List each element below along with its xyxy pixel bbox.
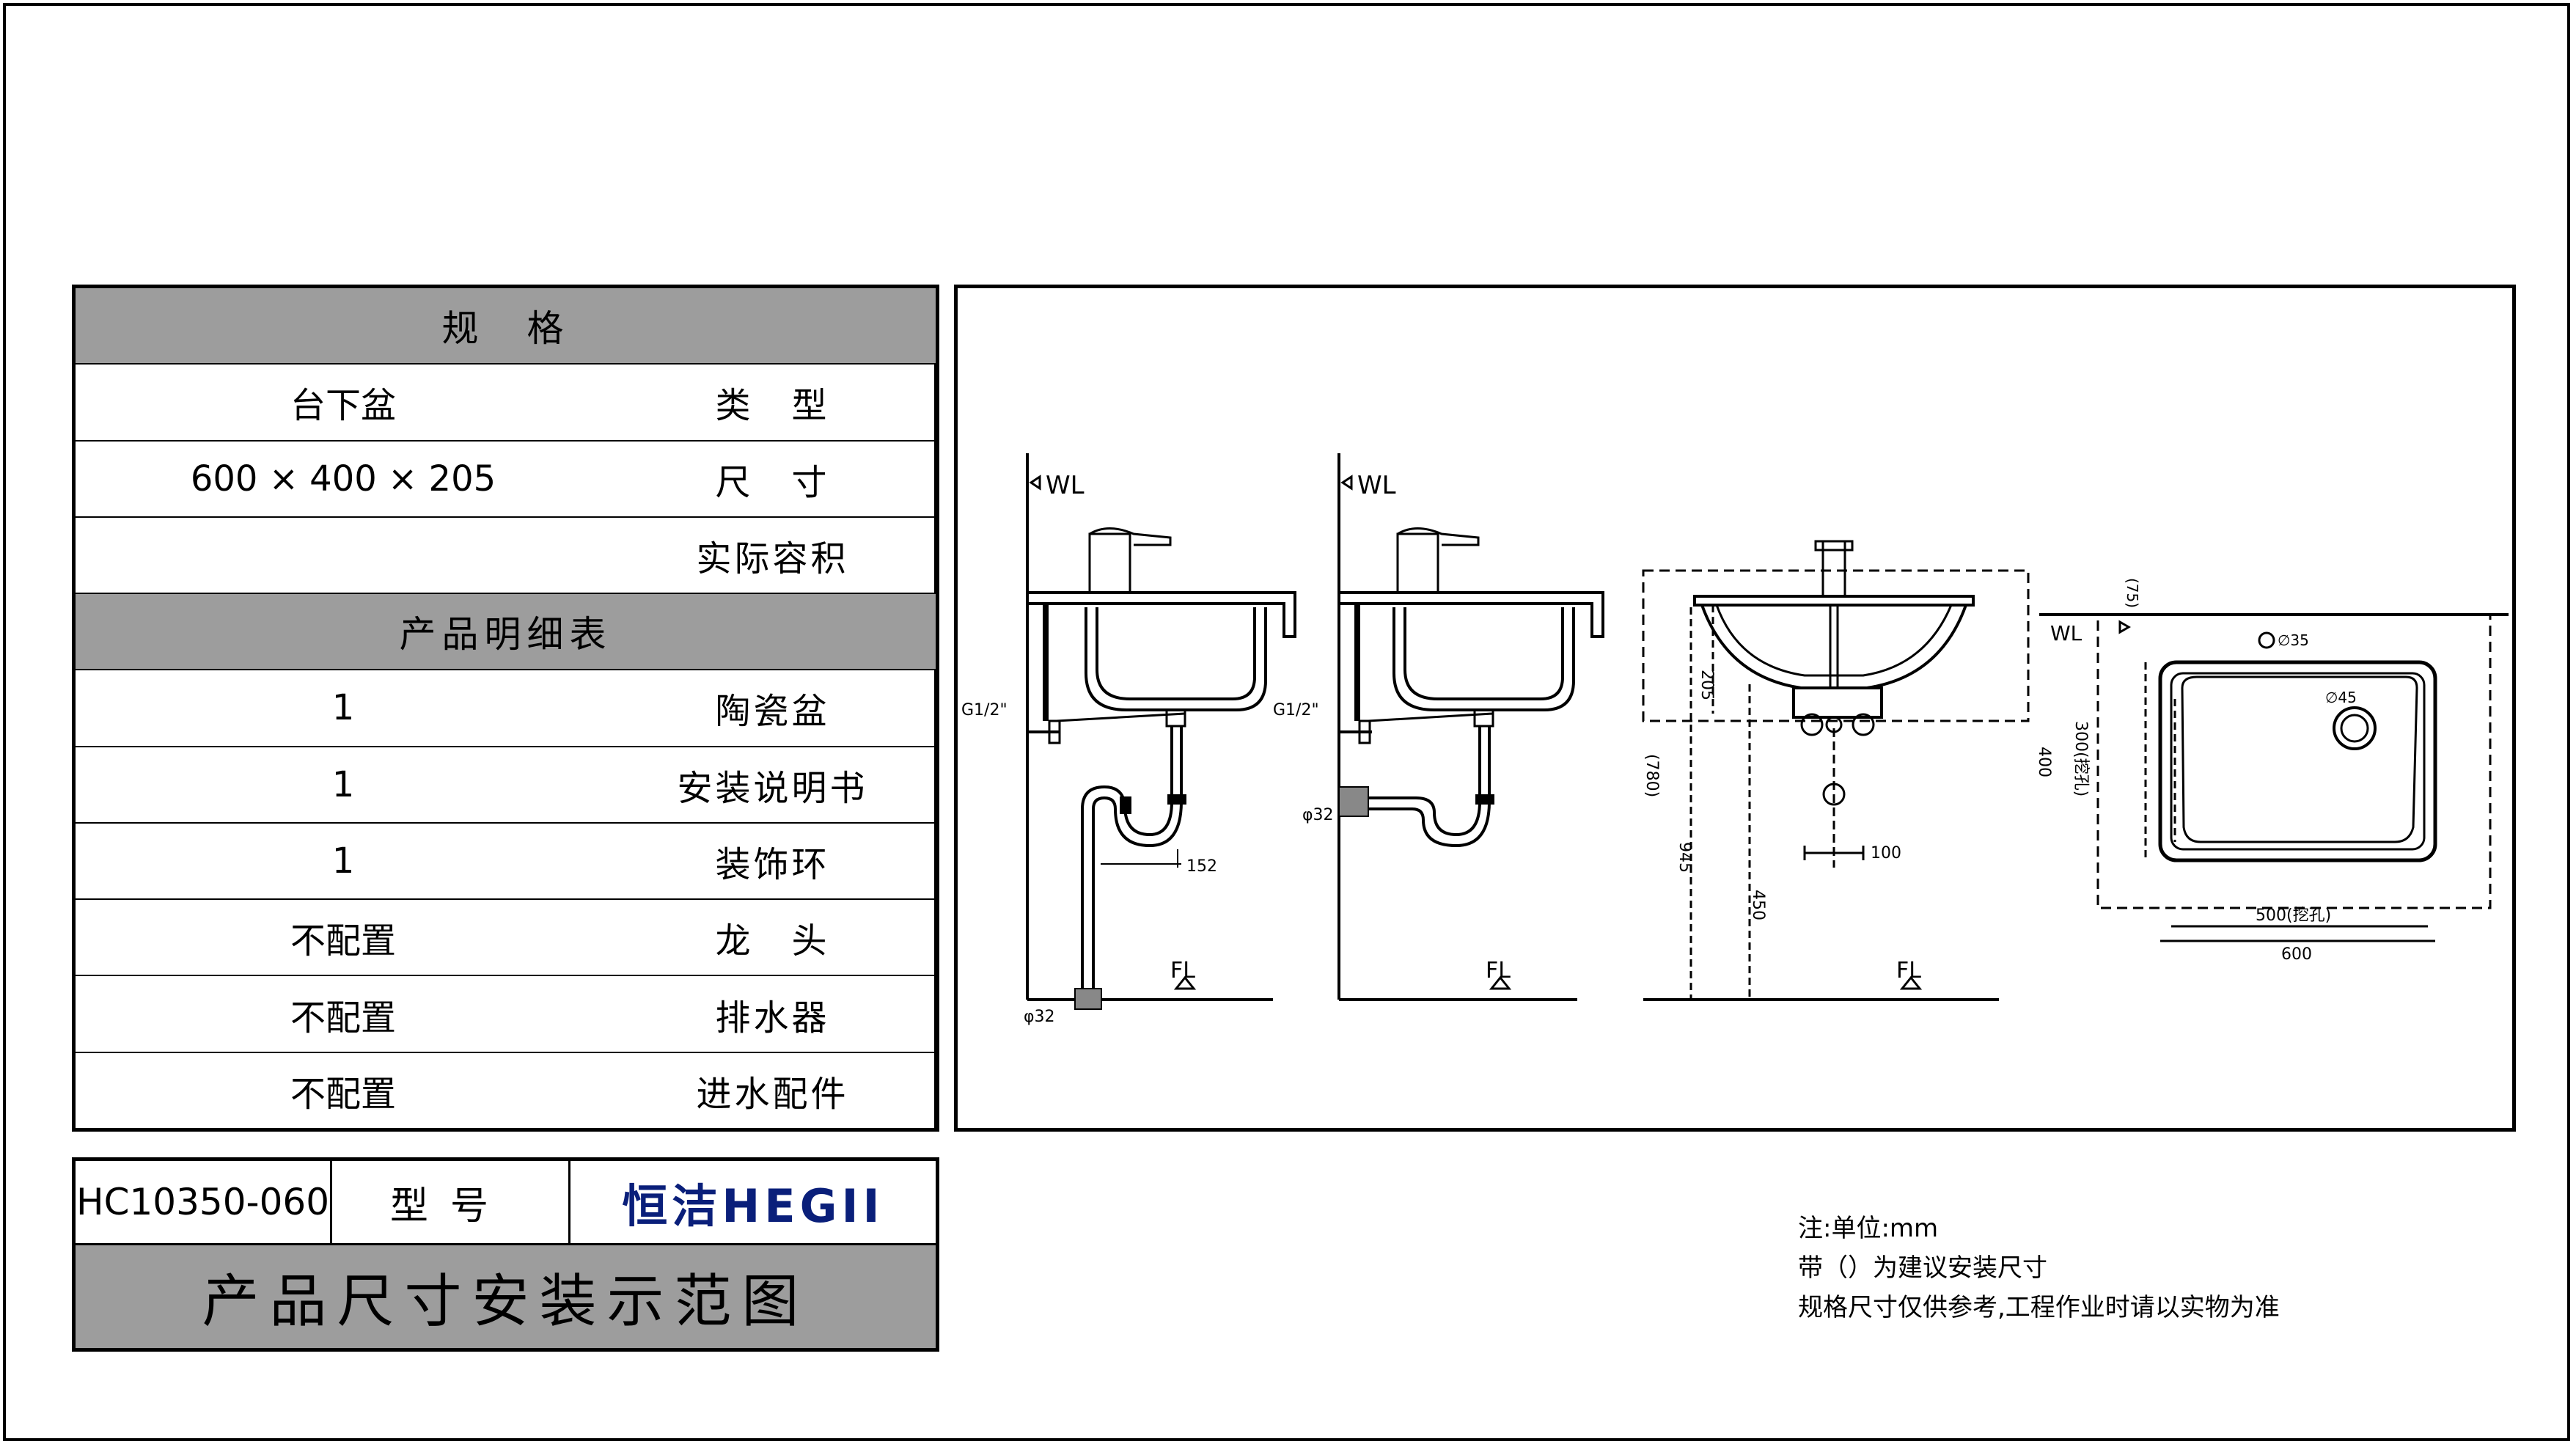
dim-450-label: 450 — [1749, 890, 1767, 920]
parts-name: 龙 头 — [611, 900, 936, 975]
dim-300-label: 300(挖孔) — [2072, 721, 2090, 796]
parts-name: 排水器 — [611, 976, 936, 1052]
fl-label: FL — [1896, 958, 1921, 983]
model-label: 型号 — [332, 1161, 570, 1243]
parts-qty: 不配置 — [290, 1073, 396, 1115]
spec-row-size: 600 × 400 × 205 尺 寸 — [76, 441, 936, 518]
dim-75-label: (75) — [2124, 578, 2141, 608]
spec-key: 类 型 — [611, 365, 936, 440]
fl-label: FL — [1170, 958, 1195, 983]
spec-value: 600 × 400 × 205 — [190, 458, 496, 499]
drawing-frame: WL G1/2" 152 φ32 FL — [954, 285, 2516, 1132]
parts-qty: 1 — [331, 763, 355, 805]
side-view-1 — [1026, 453, 1296, 1010]
dim-152-label: 152 — [1186, 857, 1217, 876]
title-block-top-row: HC10350-060 型号 恒洁HEGII — [76, 1161, 936, 1245]
drain-diameter-label: φ32 — [1024, 1008, 1055, 1026]
spec-header-label: 规 格 — [441, 307, 570, 351]
parts-row: 不配置 龙 头 — [76, 900, 936, 977]
parts-header-label: 产品明细表 — [399, 613, 612, 656]
drawing-sheet: 规 格 台下盆 类 型 600 × 400 × 205 尺 寸 实际容积 产品明… — [3, 3, 2570, 1441]
parts-name: 安装说明书 — [611, 747, 936, 822]
wl-label: WL — [1357, 471, 1396, 500]
inlet-thread-label: G1/2" — [1273, 701, 1319, 719]
drawing-title: 产品尺寸安装示范图 — [76, 1245, 936, 1348]
dim-400-label: 400 — [2035, 747, 2053, 777]
dim-600-label: 600 — [2281, 945, 2312, 964]
spec-row-volume: 实际容积 — [76, 517, 936, 595]
parts-qty: 不配置 — [290, 997, 396, 1038]
spec-value — [76, 518, 611, 593]
note-reference: 规格尺寸仅供参考,工程作业时请以实物为准 — [1798, 1293, 2280, 1322]
title-block: HC10350-060 型号 恒洁HEGII 产品尺寸安装示范图 — [72, 1157, 939, 1352]
dim-35-label: ∅35 — [2278, 631, 2309, 649]
dim-100-label: 100 — [1871, 844, 1901, 862]
parts-row: 1 安装说明书 — [76, 747, 936, 824]
parts-row: 不配置 进水配件 — [76, 1052, 936, 1128]
parts-row: 1 装饰环 — [76, 823, 936, 901]
parts-name: 进水配件 — [611, 1052, 936, 1128]
spec-header: 规 格 — [76, 288, 936, 365]
parts-qty: 1 — [331, 687, 355, 729]
parts-row: 1 陶瓷盆 — [76, 670, 936, 747]
model-number: HC10350-060 — [76, 1161, 332, 1243]
drain-diameter-label: φ32 — [1302, 806, 1334, 824]
parts-qty: 1 — [331, 840, 355, 882]
spec-row-type: 台下盆 类 型 — [76, 365, 936, 442]
spec-table: 规 格 台下盆 类 型 600 × 400 × 205 尺 寸 实际容积 产品明… — [72, 285, 939, 1132]
dim-945-label: 945 — [1676, 842, 1694, 873]
parts-name: 装饰环 — [611, 823, 936, 899]
note-unit: 注:单位:mm — [1798, 1214, 1939, 1243]
dim-780-label: (780) — [1643, 754, 1661, 797]
parts-name: 陶瓷盆 — [611, 670, 936, 746]
parts-qty: 不配置 — [290, 920, 396, 962]
fl-label: FL — [1486, 958, 1511, 983]
brand-logo: 恒洁HEGII — [622, 1179, 884, 1233]
inlet-thread-label: G1/2" — [961, 701, 1008, 719]
notes-block: 注:单位:mm 带（）为建议安装尺寸 规格尺寸仅供参考,工程作业时请以实物为准 — [1798, 1209, 2473, 1327]
wl-label: WL — [1046, 471, 1085, 500]
dim-500-label: 500(挖孔) — [2256, 906, 2331, 925]
wl-label: WL — [2050, 621, 2083, 645]
plan-view — [2039, 613, 2509, 942]
dim-45-label: ∅45 — [2325, 689, 2357, 706]
spec-key: 尺 寸 — [611, 441, 936, 516]
spec-value: 台下盆 — [290, 385, 396, 427]
parts-header: 产品明细表 — [76, 594, 936, 671]
front-view — [1642, 540, 2030, 1001]
side-view-2 — [1337, 453, 1604, 1001]
spec-key: 实际容积 — [611, 517, 936, 593]
note-suggested-size: 带（）为建议安装尺寸 — [1798, 1253, 2047, 1283]
installation-drawings: WL G1/2" 152 φ32 FL — [961, 453, 2509, 1026]
dim-205-label: 205 — [1698, 670, 1716, 700]
parts-row: 不配置 排水器 — [76, 976, 936, 1053]
